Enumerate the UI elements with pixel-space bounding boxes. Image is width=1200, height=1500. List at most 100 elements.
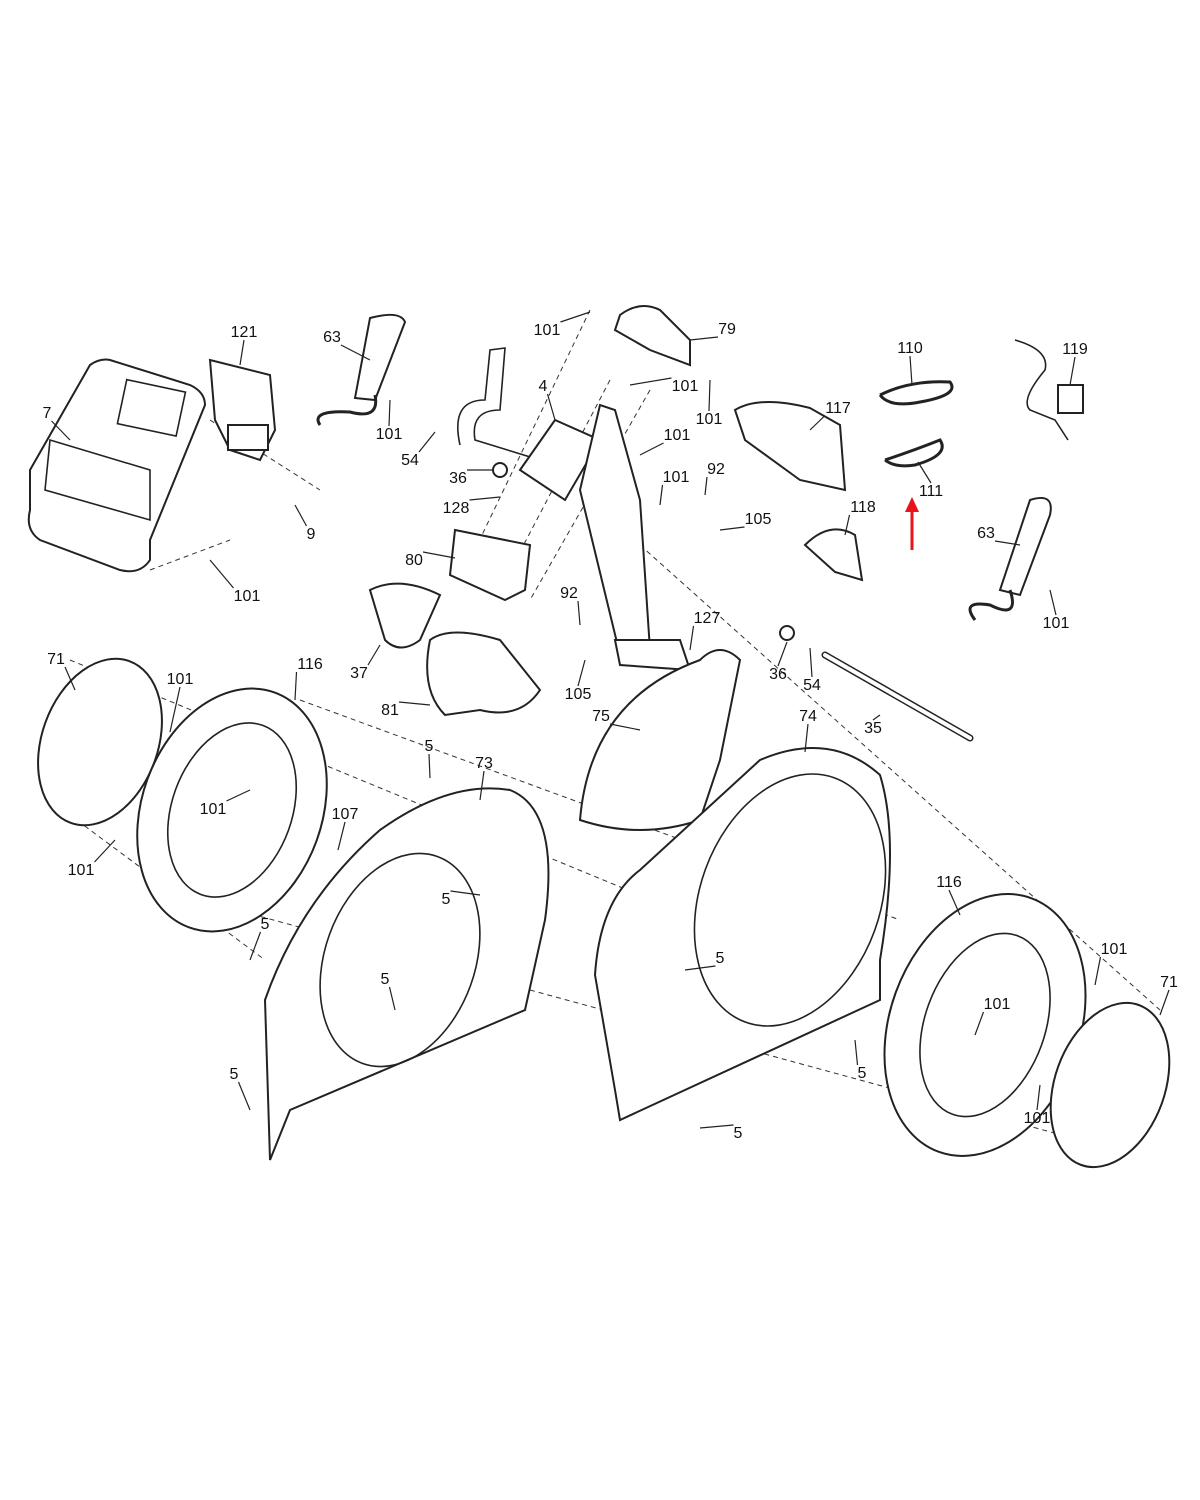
part-callout-80: 80 (405, 552, 423, 569)
part-callout-101: 101 (376, 426, 403, 443)
shroud-part-81 (426, 631, 542, 717)
callout-leader-line (659, 484, 664, 506)
part-callout-63: 63 (323, 329, 341, 346)
part-callout-121: 121 (231, 324, 258, 341)
callout-leader-line (422, 551, 456, 559)
callout-leader-line (479, 770, 485, 801)
callout-leader-line (1069, 356, 1076, 386)
part-callout-71: 71 (1160, 974, 1178, 991)
power-adapter-part-119 (1014, 339, 1084, 441)
callout-leader-line (699, 1124, 734, 1129)
callout-leader-line (249, 931, 262, 961)
callout-leader-line (948, 889, 961, 916)
part-callout-128: 128 (443, 500, 470, 517)
part-callout-101: 101 (1101, 941, 1128, 958)
part-callout-37: 37 (350, 665, 368, 682)
part-callout-119: 119 (1062, 341, 1088, 358)
callout-leader-line (294, 671, 298, 701)
part-callout-5: 5 (230, 1066, 239, 1083)
part-callout-81: 81 (381, 702, 399, 719)
callout-leader-line (64, 666, 76, 691)
callout-leader-line (639, 442, 664, 456)
callout-leader-line (94, 839, 116, 863)
callout-leader-line (428, 753, 431, 779)
part-callout-5: 5 (716, 950, 725, 967)
part-callout-74: 74 (799, 708, 817, 725)
callout-leader-line (854, 1039, 859, 1066)
callout-leader-line (560, 311, 591, 323)
callout-leader-line (340, 344, 371, 361)
part-callout-101: 101 (200, 801, 227, 818)
callout-leader-line (809, 415, 825, 431)
part-callout-101: 101 (1043, 615, 1070, 632)
callout-leader-line (684, 965, 716, 971)
callout-leader-line (974, 1011, 985, 1036)
part-callout-75: 75 (592, 708, 610, 725)
part-callout-101: 101 (1024, 1110, 1051, 1127)
part-callout-5: 5 (442, 891, 451, 908)
callout-leader-line (169, 686, 181, 733)
handle-grip-part-63 (316, 313, 1052, 621)
console-part-7 (27, 358, 207, 573)
callout-leader-line (609, 723, 641, 731)
callout-leader-line (337, 821, 346, 851)
part-callout-4: 4 (539, 378, 548, 395)
callout-leader-line (1036, 1084, 1041, 1111)
disc-part-71-right (1049, 1001, 1171, 1169)
callout-leader-line (469, 496, 501, 501)
wire-part-111 (884, 438, 944, 468)
part-callout-101: 101 (672, 378, 699, 395)
callout-leader-line (804, 723, 809, 753)
callout-leader-line (719, 526, 745, 531)
part-callout-101: 101 (984, 996, 1011, 1013)
callout-leader-line (398, 701, 431, 706)
callout-leader-line (704, 476, 708, 496)
part-callout-54: 54 (401, 452, 419, 469)
part-callout-101: 101 (696, 411, 723, 428)
part-callout-9: 9 (307, 526, 316, 543)
upright-frame (456, 347, 692, 672)
part-callout-118: 118 (850, 499, 876, 516)
part-callout-101: 101 (167, 671, 194, 688)
callout-leader-line (994, 540, 1021, 546)
part-callout-5: 5 (261, 916, 270, 933)
cup-holder-part-37 (368, 582, 442, 649)
part-callout-71: 71 (47, 651, 65, 668)
callout-leader-line (239, 339, 245, 366)
callout-leader-line (294, 504, 308, 527)
part-callout-110: 110 (897, 340, 923, 357)
callout-leader-line (844, 514, 851, 536)
callout-leader-line (577, 659, 586, 687)
callout-leader-line (577, 600, 581, 626)
part-callout-101: 101 (663, 469, 690, 486)
part-callout-105: 105 (565, 686, 592, 703)
part-callout-5: 5 (858, 1065, 867, 1082)
cover-part-75 (578, 649, 742, 831)
callout-leader-line (872, 714, 881, 721)
shroud-part-118 (803, 528, 864, 582)
part-callout-73: 73 (475, 755, 493, 772)
callout-leader-line (777, 641, 788, 667)
part-callout-35: 35 (864, 720, 882, 737)
callout-leader-line (689, 625, 695, 651)
callout-leader-line (209, 559, 234, 589)
bushing-part-36 (492, 462, 508, 478)
ring-part-116-left (136, 687, 328, 933)
bushing-part-36 (779, 625, 795, 641)
callout-leader-line (708, 379, 711, 412)
part-callout-92: 92 (560, 585, 578, 602)
callout-leader-line (367, 644, 381, 666)
callout-leader-line (1049, 589, 1057, 616)
callout-leader-line (418, 431, 436, 453)
part-callout-101: 101 (534, 322, 561, 339)
part-callout-105: 105 (745, 511, 772, 528)
part-callout-117: 117 (825, 400, 851, 417)
callout-leader-line (917, 461, 932, 484)
part-callout-54: 54 (803, 677, 821, 694)
part-callout-92: 92 (707, 461, 725, 478)
shroud-part-117 (733, 400, 847, 492)
callout-leader-line (909, 355, 913, 386)
